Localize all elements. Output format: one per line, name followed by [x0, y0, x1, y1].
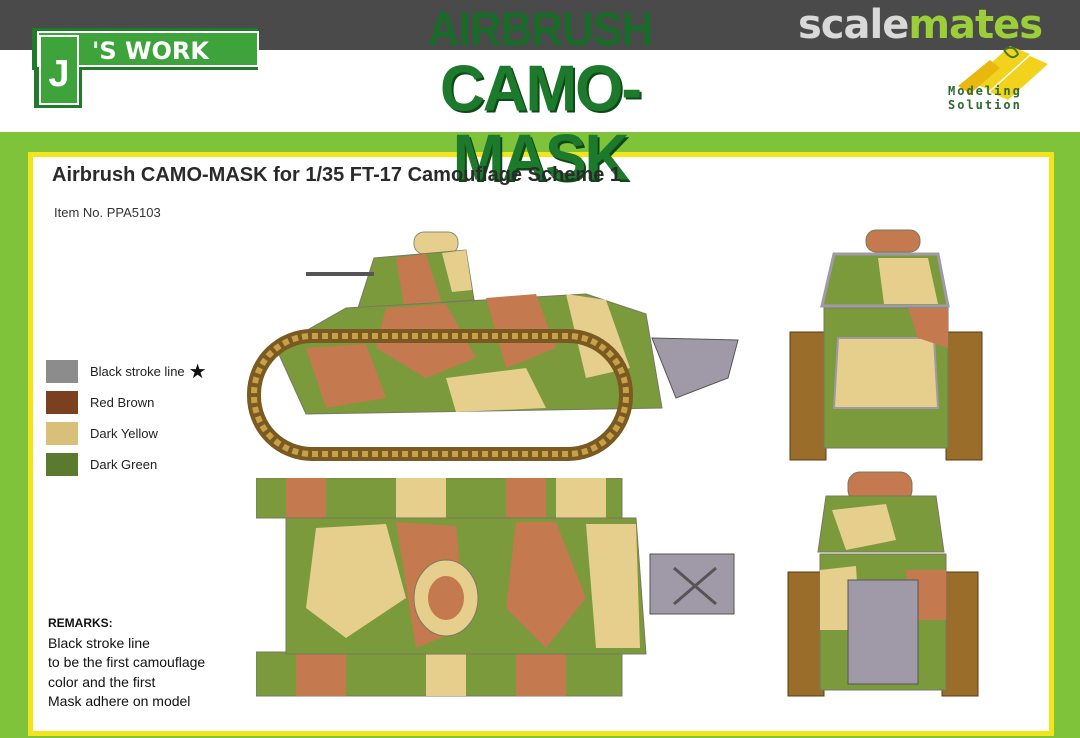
tank-side-view [247, 231, 739, 461]
title-camo-mask: CAMO-MASK [439, 52, 642, 195]
legend-label: Red Brown [90, 395, 155, 410]
legend-item-dark-yellow: Dark Yellow [46, 418, 207, 449]
legend-swatch [46, 422, 78, 445]
modeling-solution-logo [958, 46, 1048, 100]
color-legend: Black stroke line ★ Red Brown Dark Yello… [46, 356, 207, 480]
remarks-line: Black stroke line [48, 634, 150, 651]
remarks-line: color and the first [48, 673, 156, 690]
remarks-title: REMARKS: [48, 616, 113, 630]
remarks-line: Mask adhere on model [48, 693, 191, 709]
remarks-line: to be the first camouflage [48, 654, 206, 670]
legend-label: Black stroke line [90, 364, 185, 379]
js-work-logo: J 'S WORK [32, 28, 259, 108]
page-heading: Airbrush CAMO-MASK for 1/35 FT-17 Camouf… [52, 164, 622, 186]
logo-text: 'S WORK [92, 37, 210, 65]
legend-item-red-brown: Red Brown [46, 387, 207, 418]
legend-item-black-stroke: Black stroke line ★ [46, 356, 207, 387]
legend-label: Dark Yellow [90, 426, 158, 441]
legend-swatch [46, 391, 78, 414]
star-icon: ★ [188, 360, 207, 383]
remarks: REMARKS: Black stroke line to be the fir… [48, 614, 205, 712]
legend-swatch [46, 360, 78, 383]
logo-letter: J [48, 53, 69, 95]
legend-label: Dark Green [90, 457, 158, 472]
tank-rear-view [787, 471, 979, 697]
title-airbrush: AIRBRUSH [427, 2, 653, 57]
tank-front-view [789, 229, 983, 461]
item-number: Item No. PPA5103 [54, 205, 161, 220]
legend-swatch [46, 453, 78, 476]
legend-item-dark-green: Dark Green [46, 449, 207, 480]
scalemates-watermark: scalemates [798, 2, 1043, 48]
tank-top-view [256, 478, 735, 697]
